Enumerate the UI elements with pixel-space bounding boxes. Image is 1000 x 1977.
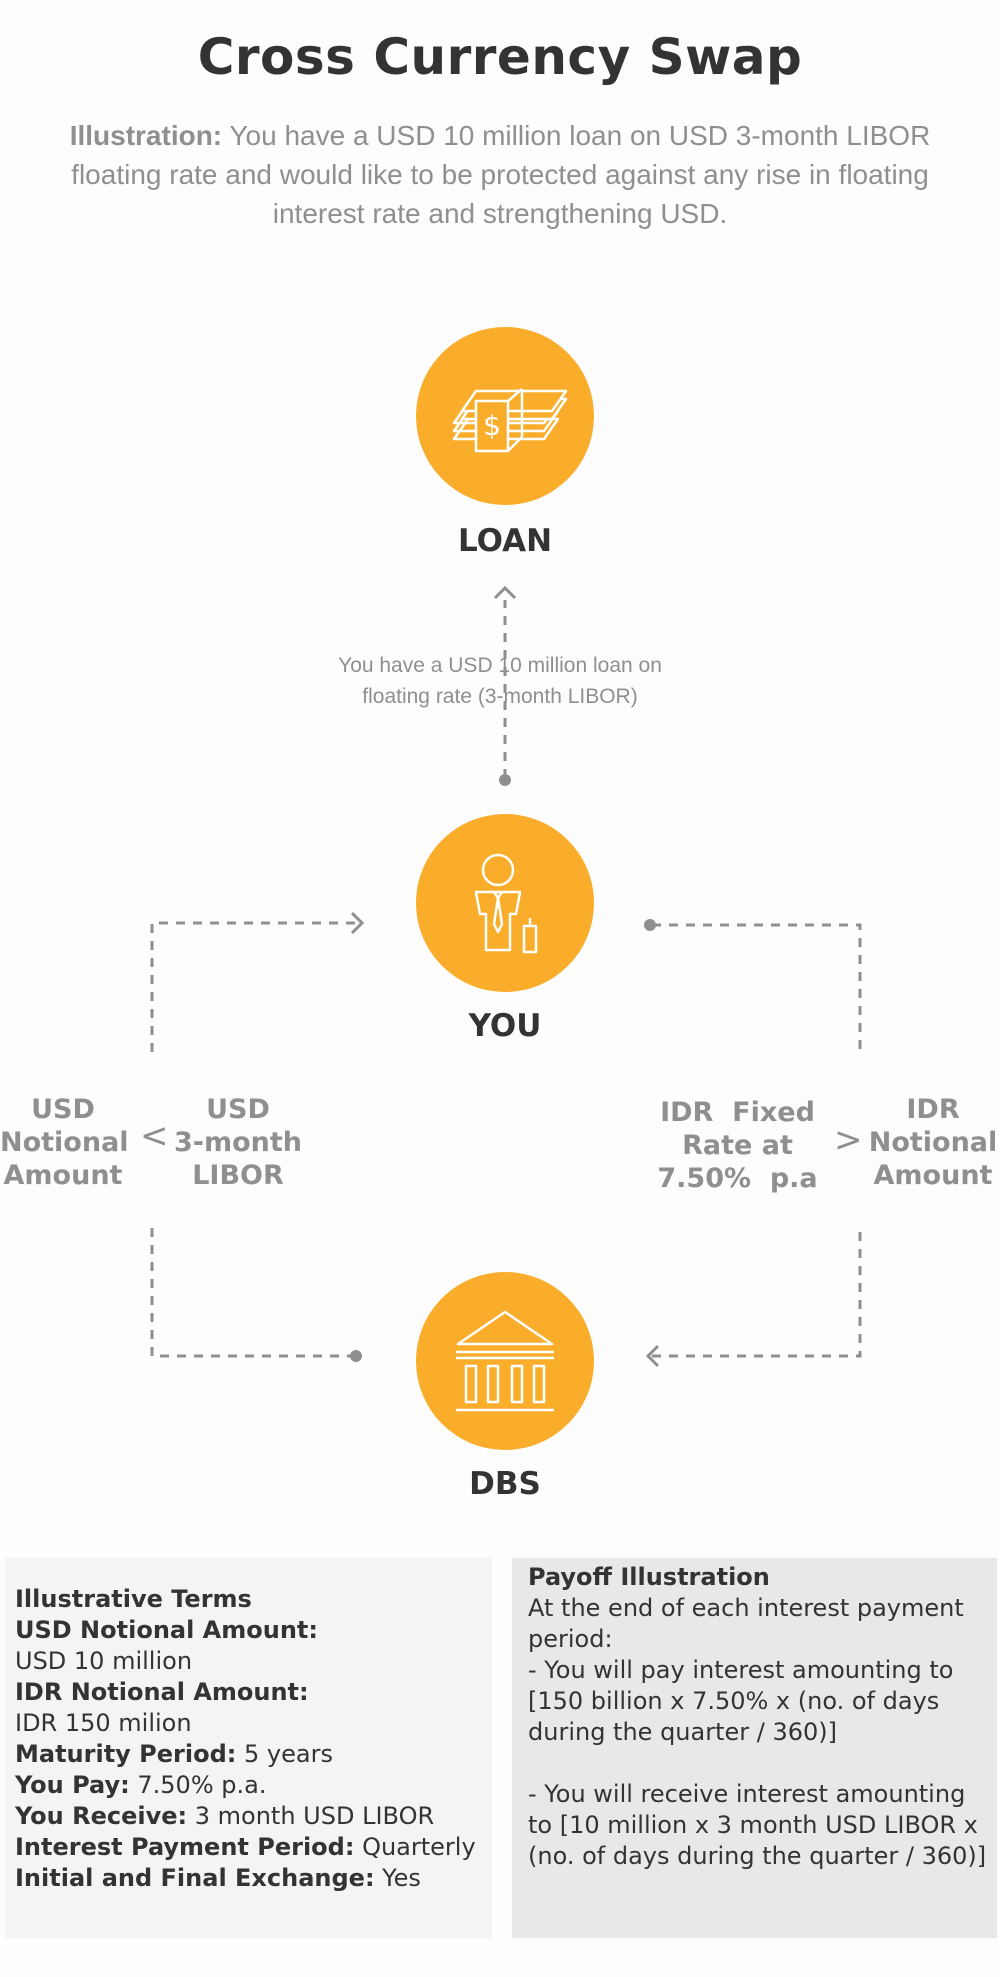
idr-notional-term-label: IDR Notional Amount: bbox=[15, 1678, 309, 1706]
loan-circle: $ bbox=[416, 327, 594, 505]
flow-line: 7.50% p.a bbox=[657, 1163, 818, 1194]
bank-icon bbox=[456, 1310, 554, 1412]
idr-fixed-line bbox=[652, 923, 862, 1056]
flow-line: LIBOR bbox=[192, 1160, 284, 1191]
payoff-line: - You will pay interest amounting to bbox=[528, 1656, 954, 1684]
maturity-label: Maturity Period: bbox=[15, 1740, 237, 1768]
flow-line: Amount bbox=[873, 1160, 993, 1191]
idr-fixed-rate-label: IDR Fixed Rate at 7.50% p.a bbox=[650, 1096, 825, 1195]
illustrative-terms-panel: Illustrative Terms USD Notional Amount: … bbox=[5, 1558, 492, 1938]
flow-line: 3-month bbox=[173, 1127, 303, 1158]
maturity-row: Maturity Period: 5 years bbox=[15, 1739, 482, 1770]
you-pay-row: You Pay: 7.50% p.a. bbox=[15, 1770, 482, 1801]
you-label: YOU bbox=[468, 1008, 542, 1044]
exchange-row: Initial and Final Exchange: Yes bbox=[15, 1863, 482, 1894]
person-icon bbox=[474, 853, 538, 954]
idr-notional-term-value: IDR 150 milion bbox=[15, 1709, 192, 1737]
intro-text: Illustration: You have a USD 10 million … bbox=[50, 116, 950, 233]
flow-line: IDR Fixed bbox=[660, 1097, 815, 1128]
dbs-right-arrowhead bbox=[645, 1344, 660, 1368]
you-loan-dot bbox=[499, 774, 511, 786]
usd-libor-line bbox=[150, 921, 360, 1052]
usd-notional-term-value: USD 10 million bbox=[15, 1647, 193, 1675]
payment-period-value: Quarterly bbox=[354, 1833, 476, 1861]
usd-notional-amount-label: USD Notional Amount bbox=[0, 1093, 129, 1192]
you-left-arrowhead bbox=[350, 911, 365, 935]
usd-libor-label: USD 3-month LIBOR bbox=[170, 1093, 306, 1192]
payment-period-label: Interest Payment Period: bbox=[15, 1833, 355, 1861]
flow-line: USD bbox=[31, 1094, 95, 1125]
payoff-line: during the quarter / 360)] bbox=[528, 1718, 838, 1746]
greater-than-symbol: > bbox=[834, 1120, 863, 1160]
idr-notional-line bbox=[650, 1232, 862, 1358]
loan-note-line: You have a USD 10 million loan on bbox=[338, 654, 662, 677]
idr-notional-amount-label: IDR Notional Amount bbox=[868, 1093, 998, 1192]
usd-notional-line bbox=[150, 1228, 355, 1358]
you-pay-value: 7.50% p.a. bbox=[129, 1771, 267, 1799]
intro-label: Illustration: bbox=[69, 120, 223, 151]
loan-label: LOAN bbox=[457, 523, 553, 559]
you-circle bbox=[416, 814, 594, 992]
payoff-line: period: bbox=[528, 1625, 613, 1653]
you-receive-value: 3 month USD LIBOR bbox=[187, 1802, 435, 1830]
you-receive-row: You Receive: 3 month USD LIBOR bbox=[15, 1801, 482, 1832]
loan-note: You have a USD 10 million loan on floati… bbox=[300, 650, 700, 712]
dbs-label: DBS bbox=[469, 1466, 541, 1502]
flow-line: Amount bbox=[3, 1160, 123, 1191]
payoff-line: - You will receive interest amounting bbox=[528, 1780, 966, 1808]
exchange-value: Yes bbox=[374, 1864, 421, 1892]
payoff-illustration-panel: Payoff Illustration At the end of each i… bbox=[512, 1558, 997, 1938]
payoff-heading: Payoff Illustration bbox=[528, 1563, 770, 1591]
you-receive-label: You Receive: bbox=[15, 1802, 188, 1830]
payoff-line: [150 billion x 7.50% x (no. of days bbox=[528, 1687, 940, 1715]
payoff-line: to [10 million x 3 month USD LIBOR x bbox=[528, 1811, 978, 1839]
intro-body: You have a USD 10 million loan on USD 3-… bbox=[71, 120, 931, 229]
terms-heading: Illustrative Terms bbox=[15, 1585, 252, 1613]
page-title: Cross Currency Swap bbox=[197, 28, 803, 86]
flow-line: Rate at bbox=[682, 1130, 793, 1161]
you-right-dot bbox=[644, 919, 656, 931]
exchange-label: Initial and Final Exchange: bbox=[15, 1864, 375, 1892]
payoff-line: At the end of each interest payment bbox=[528, 1594, 964, 1622]
dbs-left-dot bbox=[350, 1350, 362, 1362]
maturity-value: 5 years bbox=[236, 1740, 333, 1768]
flow-line: Notional bbox=[868, 1127, 998, 1158]
loan-arrowhead bbox=[493, 585, 517, 600]
loan-note-line: floating rate (3-month LIBOR) bbox=[362, 685, 638, 708]
you-pay-label: You Pay: bbox=[15, 1771, 130, 1799]
payment-period-row: Interest Payment Period: Quarterly bbox=[15, 1832, 482, 1863]
svg-text:$: $ bbox=[483, 409, 501, 442]
payoff-line: (no. of days during the quarter / 360)] bbox=[528, 1842, 987, 1870]
flow-line: Notional bbox=[0, 1127, 129, 1158]
money-stack-icon: $ bbox=[452, 388, 568, 453]
flow-line: USD bbox=[206, 1094, 270, 1125]
flow-line: IDR bbox=[906, 1094, 960, 1125]
dbs-circle bbox=[416, 1272, 594, 1450]
usd-notional-term-label: USD Notional Amount: bbox=[15, 1616, 318, 1644]
less-than-symbol: < bbox=[140, 1116, 169, 1156]
payoff-spacer bbox=[528, 1748, 987, 1779]
